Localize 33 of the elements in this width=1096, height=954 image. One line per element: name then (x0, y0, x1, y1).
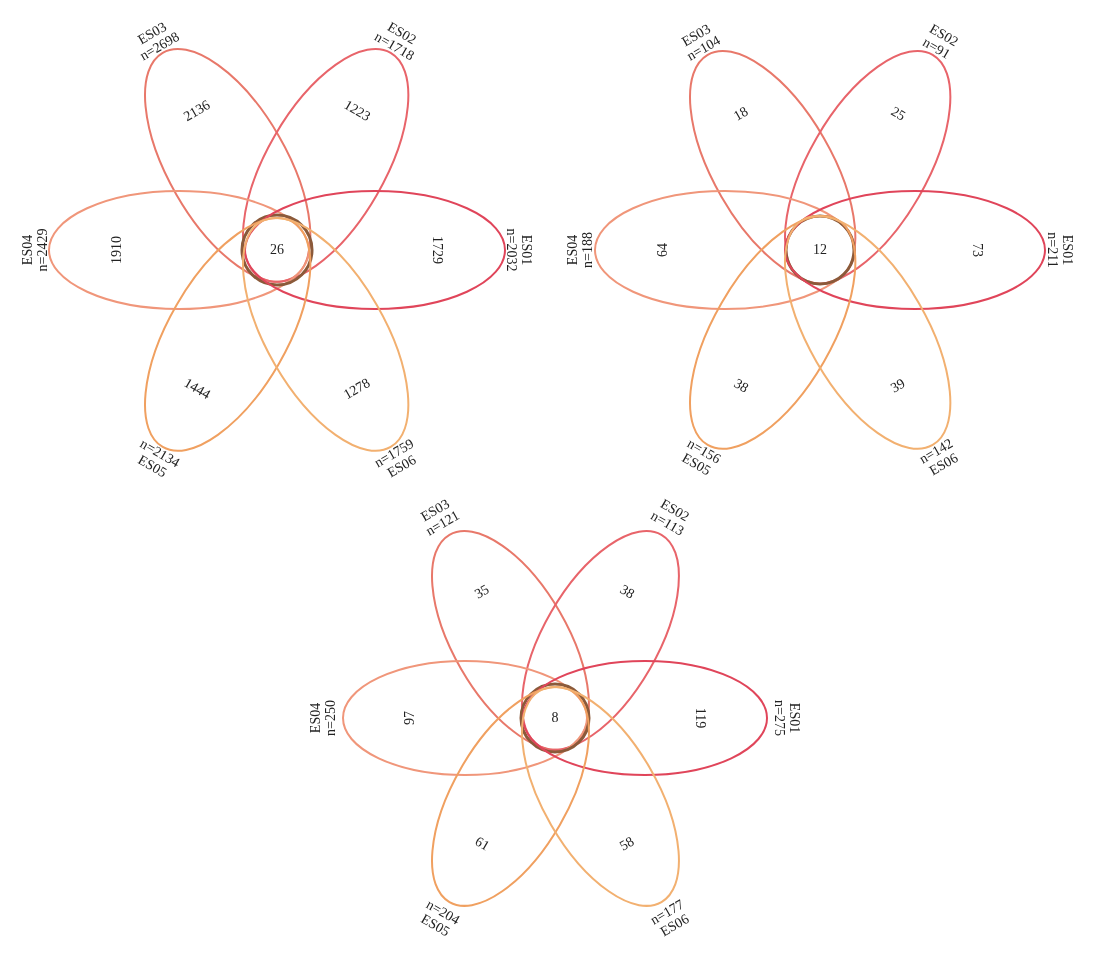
set-label: n=211 (1044, 232, 1060, 268)
count-label: 38 (731, 376, 752, 396)
set-label: n=2429 (35, 228, 51, 272)
count-label: 18 (731, 104, 752, 124)
count-label: 8 (551, 711, 559, 725)
set-label: ES04 (19, 233, 35, 268)
set-label: ES01 (519, 233, 535, 268)
count-label: 38 (617, 582, 638, 602)
set-label: ES01 (787, 701, 803, 736)
count-label: 1223 (341, 98, 373, 125)
set-label: n=250 (323, 700, 339, 736)
count-label: 39 (888, 376, 909, 396)
count-label: 26 (270, 243, 284, 257)
count-label: 1910 (110, 236, 124, 264)
set-label: ES01 (1060, 233, 1076, 268)
count-label: 1444 (181, 375, 213, 402)
count-label: 1278 (341, 375, 373, 402)
set-label: ES04 (307, 701, 323, 736)
count-label: 64 (656, 243, 670, 257)
count-label: 2136 (181, 98, 213, 125)
count-label: 73 (970, 243, 984, 257)
count-label: 12 (813, 243, 827, 257)
count-label: 35 (472, 582, 493, 602)
count-label: 58 (617, 834, 638, 854)
count-label: 1729 (430, 236, 444, 264)
count-label: 97 (403, 711, 417, 725)
count-label: 25 (888, 104, 909, 124)
count-label: 61 (472, 834, 493, 854)
count-label: 119 (693, 707, 707, 729)
set-label: n=2032 (503, 228, 519, 272)
set-label: n=188 (580, 232, 596, 268)
set-label: ES04 (564, 233, 580, 268)
set-label: n=275 (771, 700, 787, 736)
